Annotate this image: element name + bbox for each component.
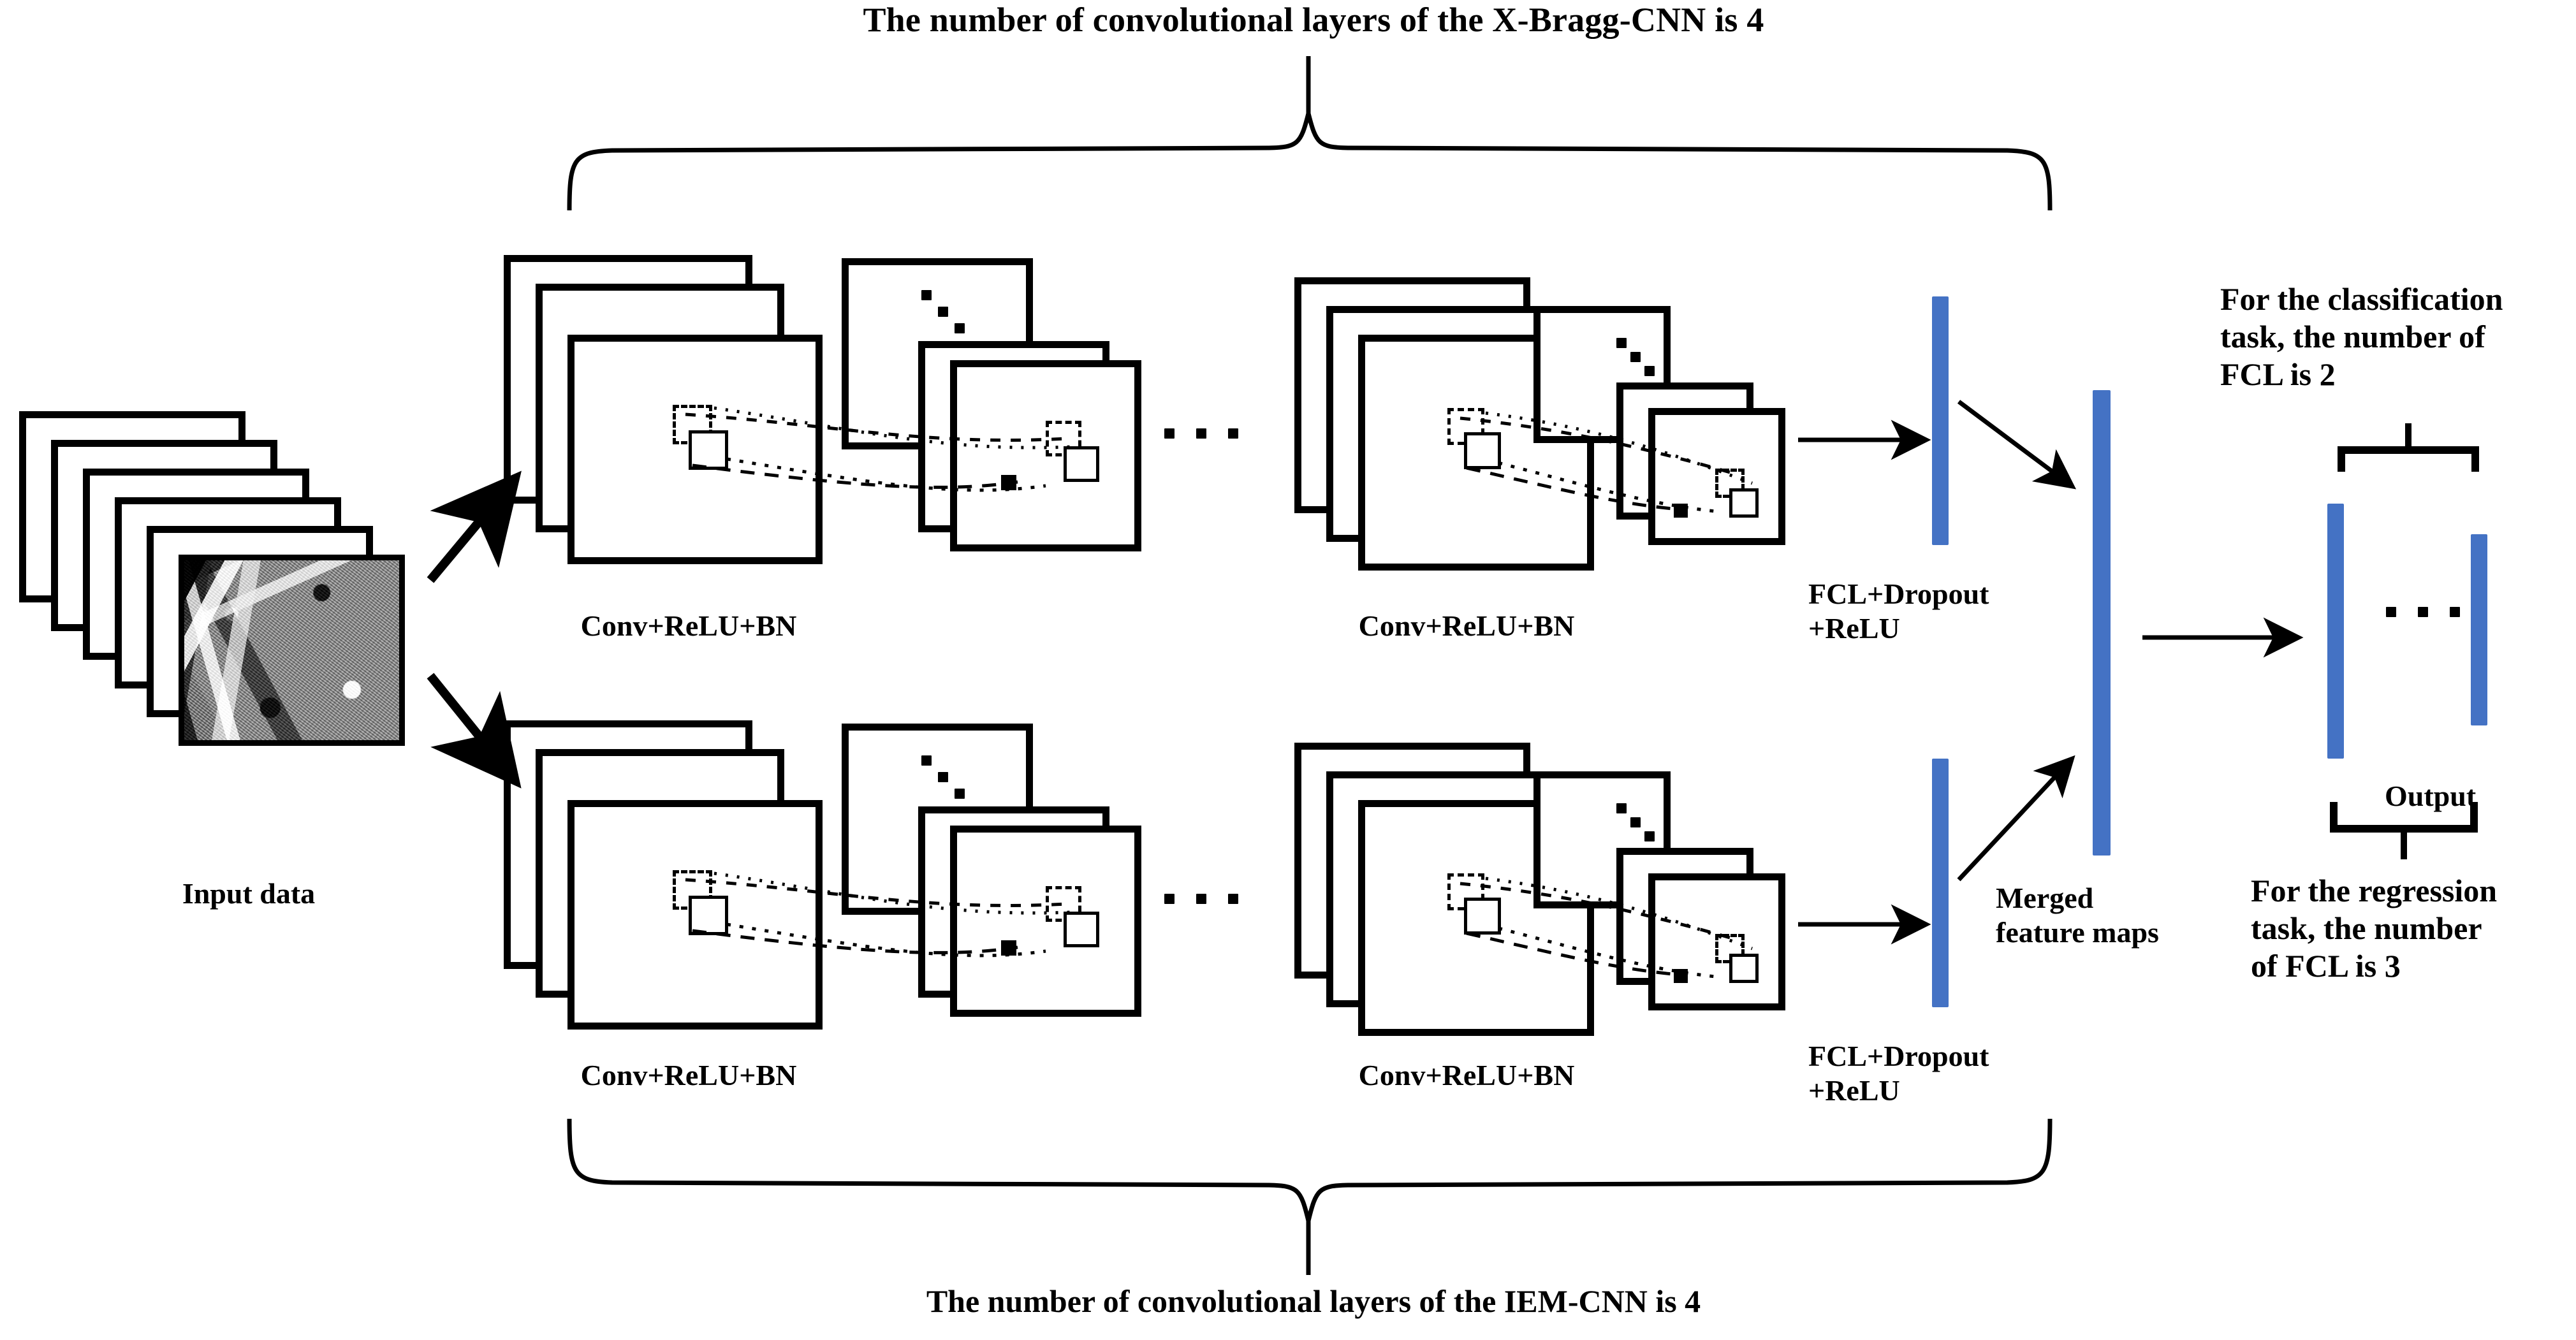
input-data-label: Input data bbox=[182, 877, 316, 910]
lconv2-diagonal-ellipsis bbox=[921, 755, 998, 832]
lconv4-diagonal-ellipsis bbox=[1616, 803, 1674, 861]
regression-note: For the regression task, the number of F… bbox=[2251, 873, 2498, 984]
output-ellipsis bbox=[2386, 607, 2460, 617]
lconv2-activation-dot bbox=[1001, 940, 1016, 956]
conv2-activation-dot bbox=[1001, 475, 1016, 490]
conv2-diagonal-ellipsis bbox=[921, 290, 998, 367]
upper-mid-ellipsis bbox=[1164, 428, 1238, 439]
top-brace bbox=[567, 56, 2053, 211]
lconv2-kernel-solid bbox=[1064, 912, 1099, 947]
lower-fcl-label: FCL+Dropout +ReLU bbox=[1808, 1040, 1989, 1107]
upper-fcl-bar bbox=[1932, 296, 1949, 545]
top-title: The number of convolutional layers of th… bbox=[863, 1, 1764, 39]
merged-feature-label: Merged feature maps bbox=[1996, 882, 2159, 949]
conv4-kernel-solid bbox=[1729, 488, 1759, 518]
upper-fcl-to-merged-arrow bbox=[1957, 400, 2077, 490]
lconv3-kernel-solid bbox=[1464, 898, 1501, 935]
bottom-caption: The number of convolutional layers of th… bbox=[926, 1283, 1701, 1319]
output-label: Output bbox=[2385, 780, 2477, 812]
input-fork-arrows bbox=[427, 470, 522, 789]
output-bar-last bbox=[2471, 534, 2487, 725]
conv1-kernel-solid bbox=[689, 430, 728, 470]
conv4-diagonal-ellipsis bbox=[1616, 338, 1674, 395]
classification-note: For the classification task, the number … bbox=[2220, 281, 2503, 392]
sar-texture bbox=[184, 560, 399, 740]
lower-fcl-bar bbox=[1932, 759, 1949, 1007]
conv3-kernel-solid bbox=[1464, 432, 1501, 469]
lconv4-activation-dot bbox=[1674, 969, 1688, 983]
classification-bracket bbox=[2338, 423, 2479, 472]
lower-conv-label-last: Conv+ReLU+BN bbox=[1358, 1059, 1575, 1091]
upper-conv-label-last: Conv+ReLU+BN bbox=[1358, 609, 1575, 642]
lower-fcl-to-merged-arrow bbox=[1957, 755, 2075, 882]
lconv4-kernel-solid bbox=[1729, 954, 1759, 983]
lower-conv-label-first: Conv+ReLU+BN bbox=[580, 1059, 797, 1091]
bottom-brace bbox=[567, 1118, 2053, 1275]
output-bar-first bbox=[2327, 504, 2344, 759]
input-sar-image bbox=[179, 555, 405, 746]
conv4-activation-dot bbox=[1674, 504, 1688, 518]
upper-conv-label-first: Conv+ReLU+BN bbox=[580, 609, 797, 642]
conv2-kernel-solid bbox=[1064, 446, 1099, 482]
upper-fcl-label: FCL+Dropout +ReLU bbox=[1808, 578, 1989, 645]
merged-feature-bar bbox=[2093, 390, 2111, 856]
lconv1-kernel-solid bbox=[689, 896, 728, 935]
lower-mid-ellipsis bbox=[1164, 894, 1238, 904]
